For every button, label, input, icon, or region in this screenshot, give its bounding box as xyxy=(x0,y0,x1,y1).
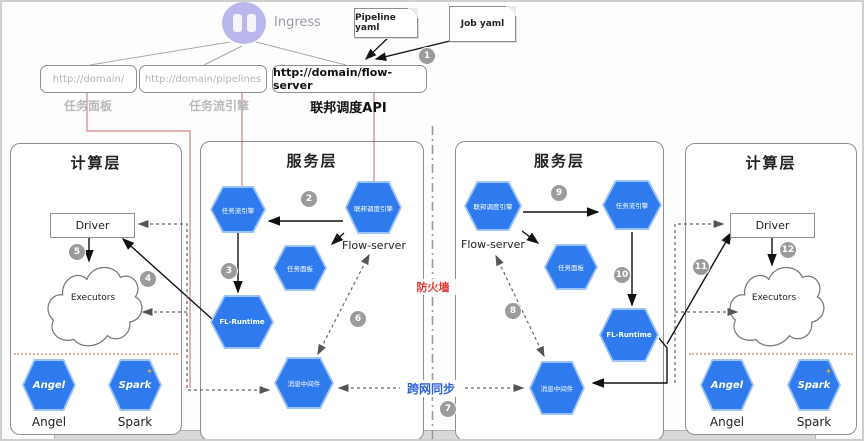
right-fed-scheduler-hexagon: 联邦调度引擎 xyxy=(464,181,522,231)
left-resource-separator xyxy=(14,353,178,355)
left-mq-hexagon: 消息中间件 xyxy=(274,357,334,409)
job-yaml-note: Job yaml xyxy=(449,5,517,42)
right-resource-separator xyxy=(689,353,853,355)
right-spark-hexagon: Spark✦ xyxy=(787,359,841,411)
yaml-submit-arrows xyxy=(364,33,455,61)
right-executors-label: Executors xyxy=(751,293,797,303)
left-compute-title: 计算层 xyxy=(70,154,122,172)
url-flow-server[interactable]: http://domain/flow-server xyxy=(272,65,427,93)
right-compute-title: 计算层 xyxy=(745,154,797,172)
spark-star-icon: ✦ xyxy=(146,367,153,376)
right-mq-hexagon: 消息中间件 xyxy=(529,361,585,415)
url-flow-server-label: 联邦调度API xyxy=(310,101,387,116)
step-badge-3: 3 xyxy=(220,262,238,280)
ingress-icon xyxy=(222,2,266,44)
step-badge-1: 1 xyxy=(418,47,436,65)
ingress-bar-icon xyxy=(246,14,256,32)
left-angel-label: Angel xyxy=(31,415,67,429)
url-task-panel-label: 任务面板 xyxy=(63,99,112,113)
right-spark-label: Spark xyxy=(796,415,832,429)
ingress-links xyxy=(89,41,347,66)
right-angel-hexagon: Angel xyxy=(700,359,754,411)
right-task-panel-hexagon: 任务面板 xyxy=(544,244,598,290)
right-fl-runtime-hexagon: FL-Runtime xyxy=(599,308,659,362)
left-spark-label: Spark xyxy=(117,415,153,429)
right-flow-server-label: Flow-server xyxy=(461,238,525,251)
step-badge-2: 2 xyxy=(300,190,318,208)
right-service-title: 服务层 xyxy=(533,152,585,170)
step-badge-12: 12 xyxy=(779,241,797,259)
step-badge-9: 9 xyxy=(550,184,568,202)
url-task-panel[interactable]: http://domain/ xyxy=(40,65,137,93)
left-driver-box: Driver xyxy=(50,213,135,238)
spark-star-icon: ✦ xyxy=(825,367,832,376)
pipeline-yaml-note: Pipeline yaml xyxy=(354,7,419,38)
left-flow-server-label: Flow-server xyxy=(342,239,406,252)
step-badge-11: 11 xyxy=(692,258,710,276)
left-executors-label: Executors xyxy=(70,293,116,303)
cross-network-sync-label: 跨网同步 xyxy=(400,380,462,397)
right-driver-box: Driver xyxy=(730,213,815,238)
step-badge-7: 7 xyxy=(439,400,457,418)
step-badge-4: 4 xyxy=(139,270,157,288)
firewall-label: 防火墙 xyxy=(410,279,456,295)
ingress-label: Ingress xyxy=(274,15,321,30)
left-executors-cloud xyxy=(47,266,143,347)
step-badge-8: 8 xyxy=(504,302,522,320)
url-pipelines[interactable]: http://domain/pipelines xyxy=(139,65,267,93)
url-pipelines-label: 任务流引擎 xyxy=(188,99,249,113)
left-angel-hexagon: Angel xyxy=(22,359,76,411)
left-fed-scheduler-hexagon: 联邦调度引擎 xyxy=(345,181,402,234)
solid-flow-arrows xyxy=(84,207,777,388)
right-angel-label: Angel xyxy=(709,415,745,429)
right-executors-cloud xyxy=(729,266,825,347)
ingress-bar-icon xyxy=(232,14,242,32)
left-service-title: 服务层 xyxy=(286,152,338,170)
step-badge-10: 10 xyxy=(613,266,631,284)
right-workflow-engine-hexagon: 任务流引擎 xyxy=(602,180,662,230)
step-badge-5: 5 xyxy=(68,243,86,261)
step-badge-6: 6 xyxy=(349,310,367,328)
